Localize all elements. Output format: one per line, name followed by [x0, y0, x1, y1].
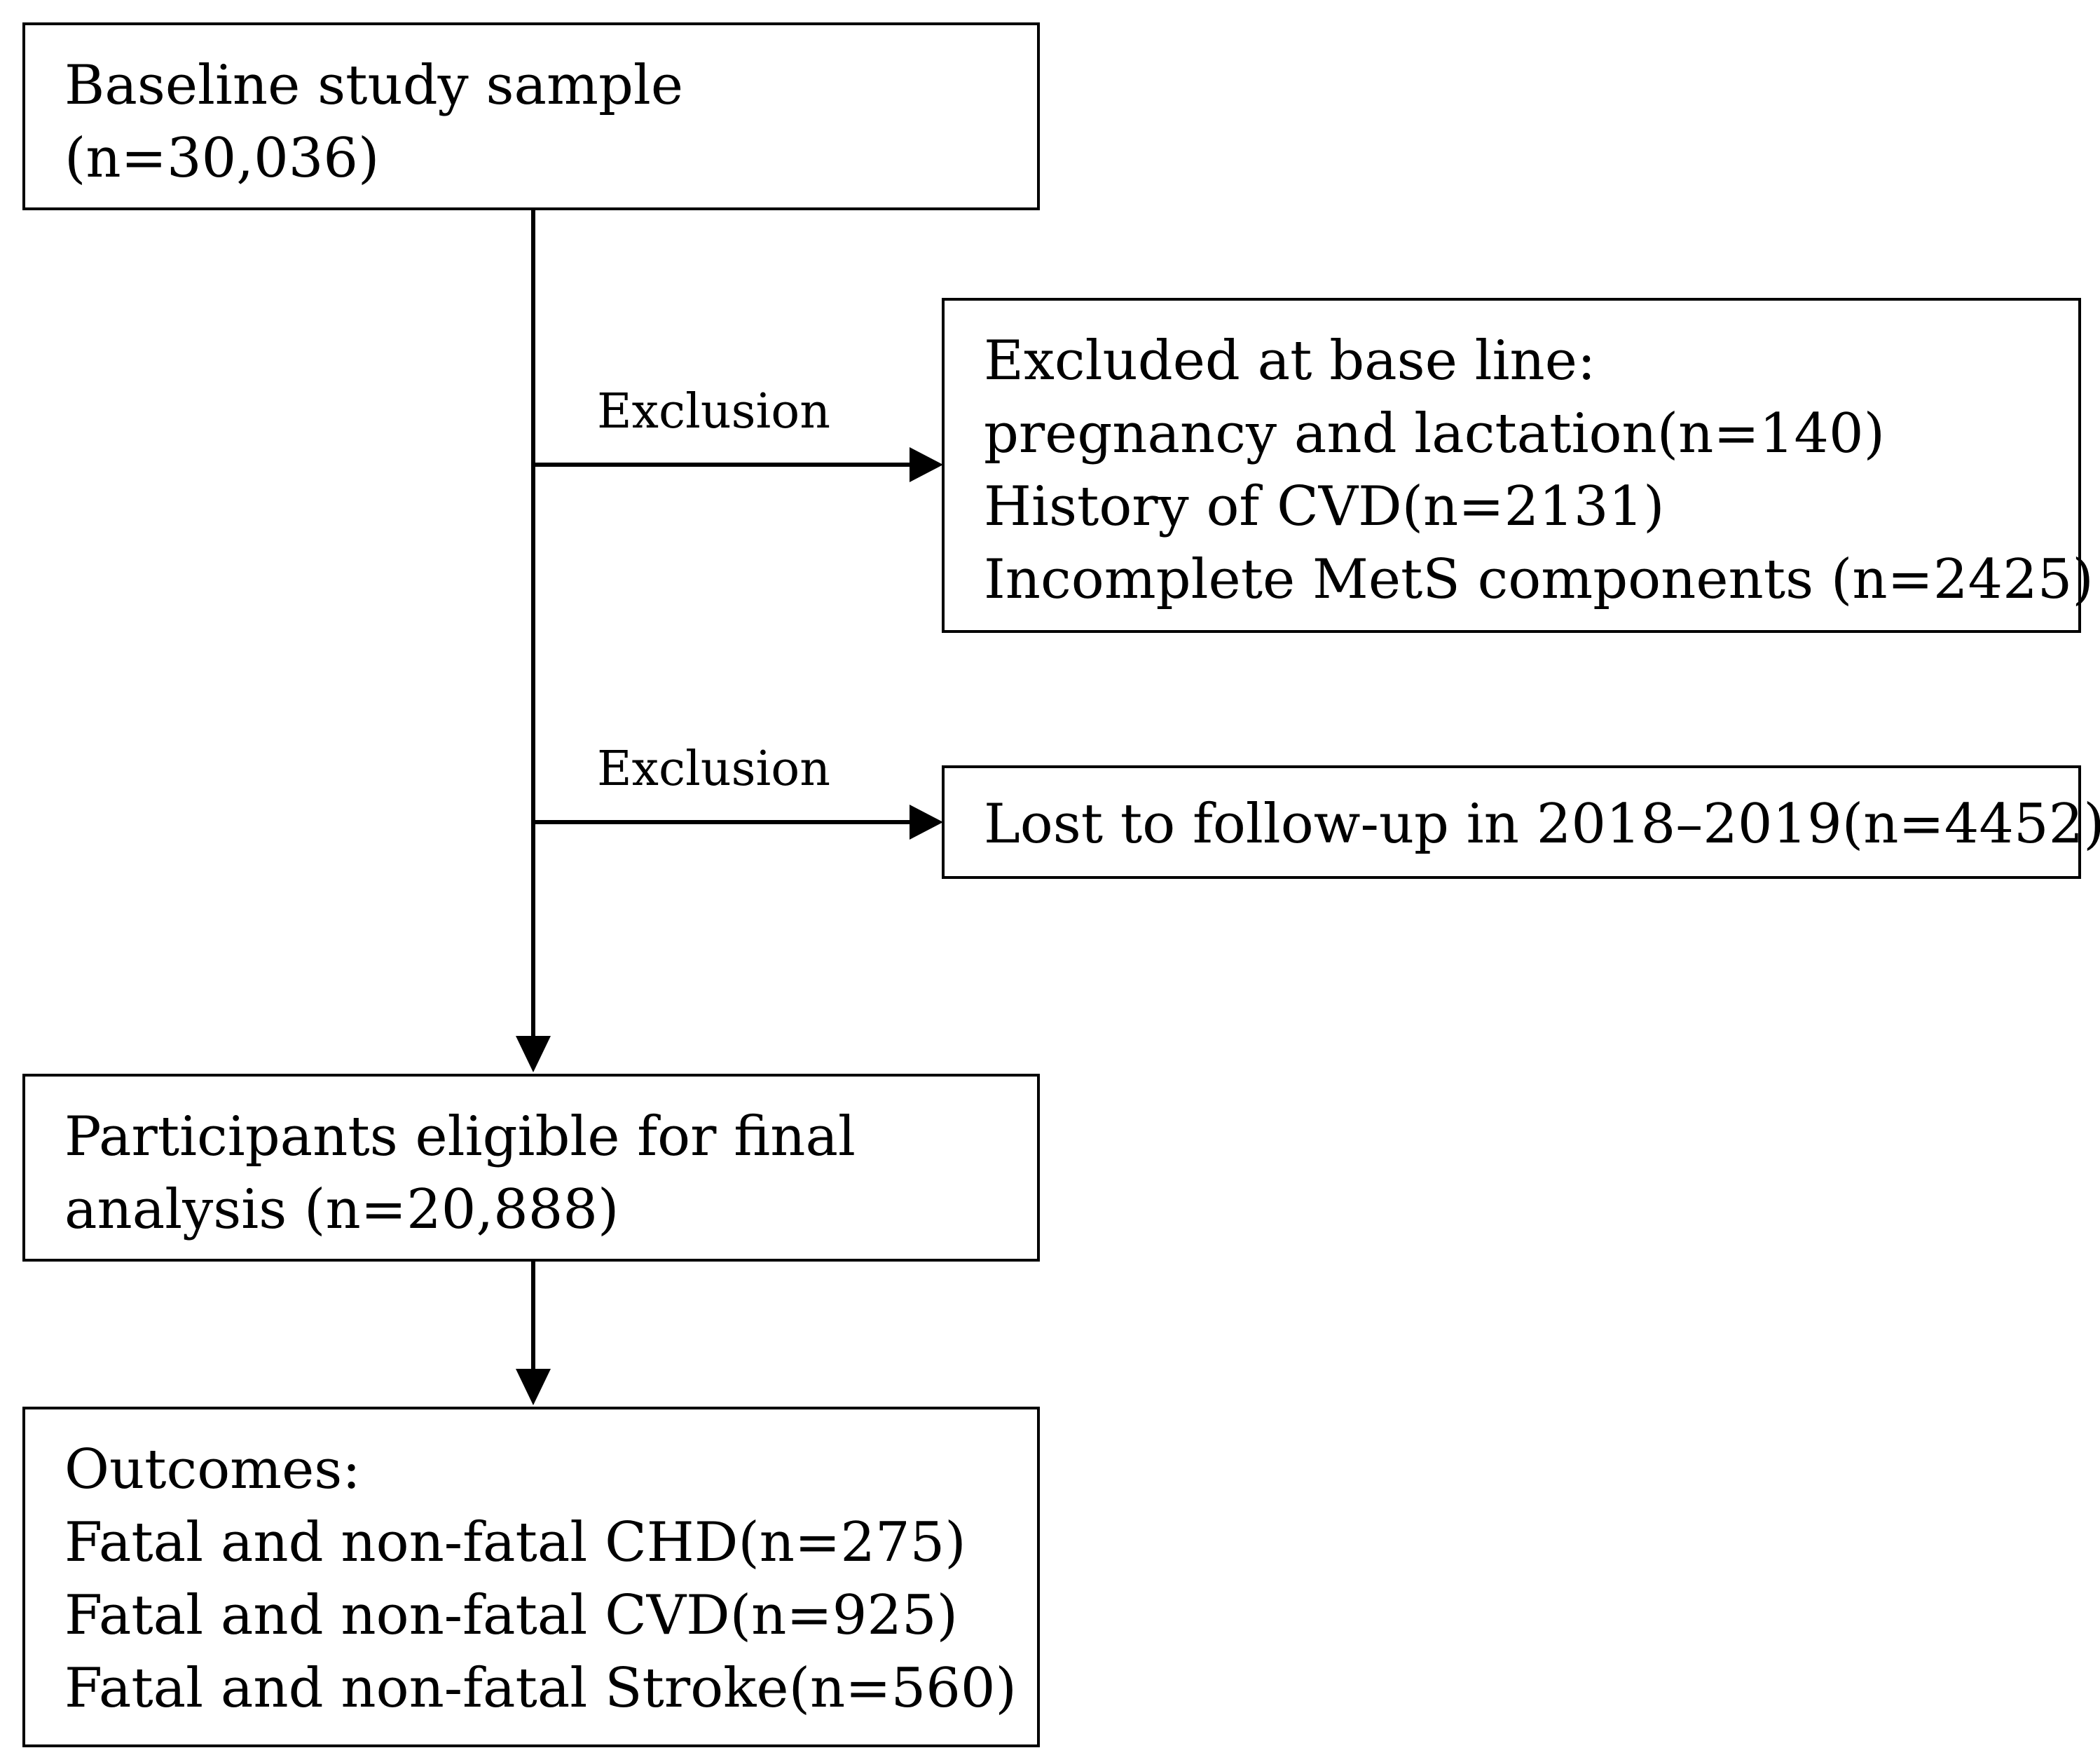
outcomes-line-1: Outcomes:: [64, 1438, 361, 1501]
arrow-to-eligible: [516, 1036, 551, 1072]
exclusion-label-2: Exclusion: [597, 742, 830, 797]
baseline-line-1: Baseline study sample: [64, 54, 684, 117]
eligible-line-1: Participants eligible for final: [64, 1105, 856, 1168]
arrow-to-lost-followup: [910, 805, 943, 840]
excluded-line-4: Incomplete MetS components (n=2425): [984, 548, 2094, 611]
arrow-to-excluded-baseline: [910, 447, 943, 482]
outcomes-line-2: Fatal and non-fatal CHD(n=275): [64, 1511, 966, 1574]
outcomes-box: Outcomes: Fatal and non-fatal CHD(n=275)…: [22, 1407, 1040, 1747]
outcomes-line-3: Fatal and non-fatal CVD(n=925): [64, 1584, 959, 1647]
lost-followup-line-1: Lost to follow-up in 2018–2019(n=4452): [984, 793, 2100, 856]
eligible-line-2: analysis (n=20,888): [64, 1178, 619, 1241]
eligible-participants-box: Participants eligible for final analysis…: [22, 1074, 1040, 1262]
baseline-line-2: (n=30,036): [64, 127, 380, 190]
outcomes-line-4: Fatal and non-fatal Stroke(n=560): [64, 1657, 1017, 1720]
excluded-line-2: pregnancy and lactation(n=140): [984, 402, 1886, 465]
excluded-line-1: Excluded at base line:: [984, 329, 1596, 392]
exclusion-label-1: Exclusion: [597, 384, 830, 439]
excluded-baseline-box: Excluded at base line: pregnancy and lac…: [942, 298, 2094, 633]
lost-followup-box: Lost to follow-up in 2018–2019(n=4452): [942, 765, 2100, 879]
excluded-line-3: History of CVD(n=2131): [984, 475, 1665, 538]
arrow-to-outcomes: [516, 1369, 551, 1405]
baseline-sample-box: Baseline study sample (n=30,036): [22, 22, 1040, 210]
